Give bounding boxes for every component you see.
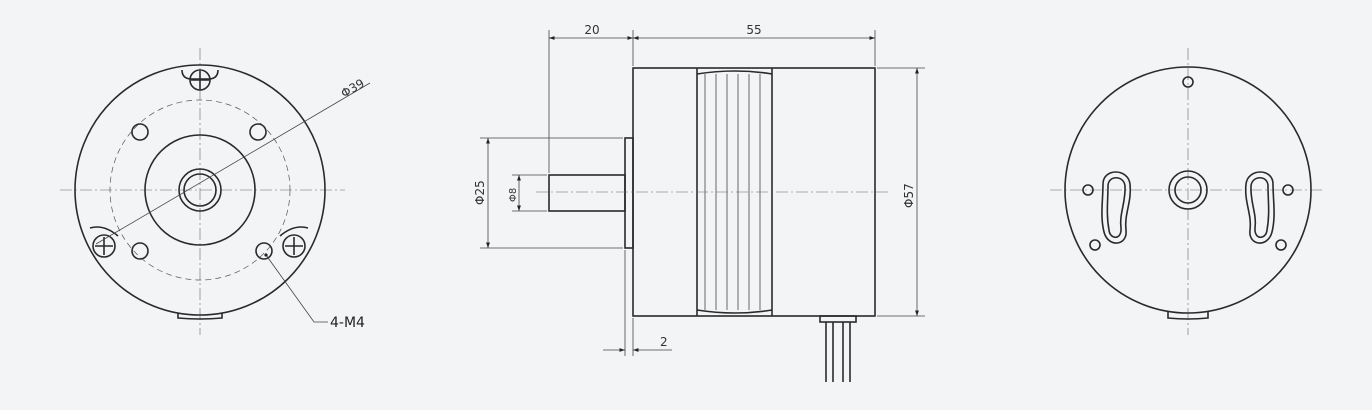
bolt-circle-diameter-label: Φ39 — [339, 76, 367, 100]
mounting-hole — [255, 242, 273, 260]
rear-small-hole — [1282, 184, 1294, 196]
front-body-outline — [74, 64, 326, 316]
rear-small-hole — [1275, 239, 1287, 251]
bolt-circle — [109, 99, 291, 281]
front-view: Φ39 4-M4 — [60, 48, 371, 335]
rear-small-hole — [1082, 184, 1094, 196]
front-shaft-inner — [183, 173, 217, 207]
mounting-hole — [249, 123, 267, 141]
cable-gland — [819, 315, 857, 323]
rear-small-hole — [1182, 76, 1194, 88]
side-view: 20 55 Φ25 Φ8 Φ57 2 — [473, 23, 925, 382]
mounting-holes-label: 4-M4 — [330, 315, 365, 331]
screw-head-icon — [89, 226, 119, 258]
side-shaft — [548, 174, 626, 212]
side-band-curve — [696, 309, 773, 314]
screw-head-icon — [189, 69, 211, 91]
bolt-circle-leader — [95, 82, 371, 245]
pilot-diameter-label: Φ25 — [473, 180, 487, 205]
rear-kidney-slot — [1101, 171, 1132, 244]
mounting-holes-leader — [264, 253, 328, 323]
shaft-length-label: 20 — [584, 23, 599, 37]
front-cable-tab — [177, 313, 223, 320]
rear-kidney-slot — [1244, 171, 1275, 244]
side-band-curve — [696, 70, 773, 75]
mounting-hole — [131, 242, 149, 260]
rear-center-hole — [1174, 176, 1202, 204]
rear-small-hole — [1089, 239, 1101, 251]
body-length-label: 55 — [746, 23, 761, 37]
side-pilot-flange — [624, 137, 634, 249]
rear-view — [1050, 48, 1325, 335]
body-diameter-label: Φ57 — [902, 183, 916, 208]
flange-thickness-label: 2 — [660, 335, 668, 349]
mounting-hole — [131, 123, 149, 141]
rear-center-boss — [1168, 170, 1208, 210]
rear-cable-tab — [1167, 312, 1209, 320]
shaft-diameter-label: Φ8 — [508, 188, 519, 202]
front-shaft-outer — [178, 168, 222, 212]
front-pilot-boss — [144, 134, 256, 246]
rear-body-outline — [1064, 66, 1312, 314]
screw-head-icon — [279, 226, 309, 258]
